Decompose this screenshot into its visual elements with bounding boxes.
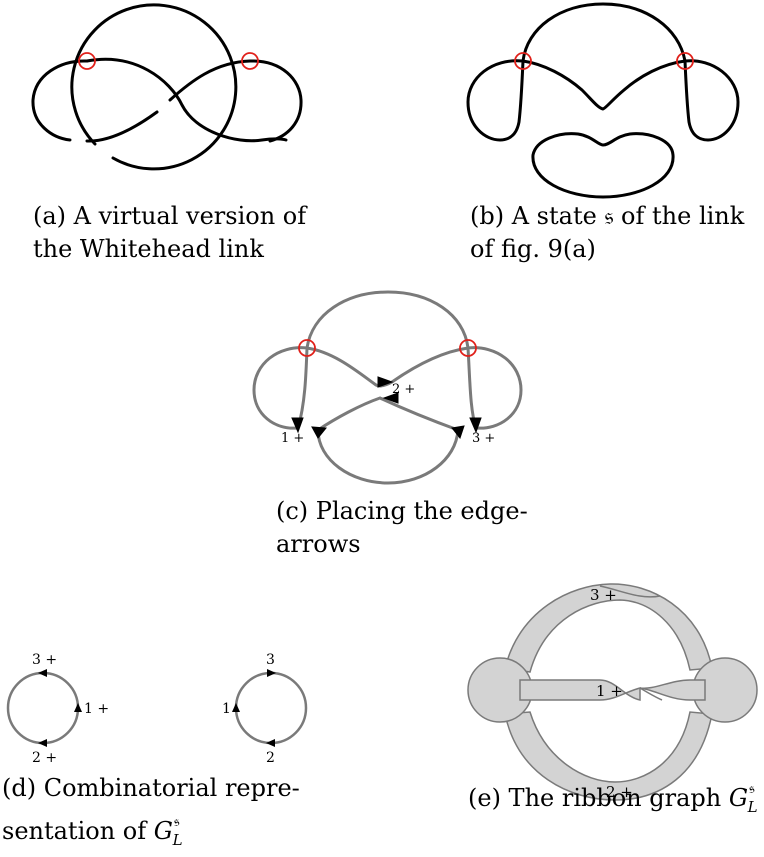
arrowhead-icon <box>267 669 276 677</box>
link-left-lobe <box>31 59 89 142</box>
caption-d-line2-text: sentation of <box>2 817 154 845</box>
caption-a-line2: the Whitehead link <box>33 235 264 263</box>
edge-arrow-diagram <box>252 290 523 485</box>
figure-canvas: 2 + 1 + 3 + 3 + 1 + 2 + 3 1 2 3 + 1 + 2 <box>6 2 758 801</box>
edge-label-1: 1 <box>222 701 231 717</box>
ribbon-label-2-plus: 2 + <box>606 783 633 801</box>
link-left-lobe-lower <box>85 110 159 143</box>
caption-e-sub: L <box>747 798 758 816</box>
vertex-label-2: 2 + <box>392 382 415 397</box>
virtual-crossing-markers-c <box>298 339 477 357</box>
arrowhead-icon <box>311 426 327 439</box>
caption-d-symbol: G <box>153 817 173 845</box>
ribbon-middle-band-right <box>639 679 706 701</box>
ribbon-label-3-plus: 3 + <box>590 586 617 604</box>
caption-d: (d) Combinatorial repre- sentation of G𝔰… <box>2 772 322 857</box>
caption-a-line1: (a) A virtual version of <box>33 202 307 230</box>
caption-e-sup: 𝔰 <box>749 779 755 797</box>
arrowhead-icon <box>232 703 240 712</box>
arrowhead-icon <box>469 417 482 434</box>
caption-c-line2: arrows <box>276 530 361 558</box>
caption-b: (b) A state 𝔰 of the link of fig. 9(a) <box>470 200 760 266</box>
vertex-label-3: 3 + <box>472 431 495 446</box>
caption-e-text: (e) The ribbon graph <box>468 784 729 812</box>
virtual-crossing-markers-b <box>514 52 694 70</box>
edge-label-2: 2 <box>266 750 275 766</box>
arrowhead-icon <box>451 425 465 440</box>
caption-d-sub: L <box>172 831 183 849</box>
ribbon-twist-lines <box>599 585 663 701</box>
ribbon-label-1-plus: 1 + <box>596 682 623 700</box>
virtual-crossing-markers-a <box>78 52 259 70</box>
state-upper-circuit <box>466 2 740 142</box>
arrowhead-icon <box>377 376 394 388</box>
combinatorial-graph-right: 3 1 2 <box>222 652 308 766</box>
caption-e-line: (e) The ribbon graph G𝔰L <box>468 772 764 824</box>
caption-d-sup: 𝔰 <box>173 812 180 830</box>
caption-d-line1: (d) Combinatorial repre- <box>2 774 300 802</box>
caption-c-line1: (c) Placing the edge- <box>276 497 528 525</box>
arrowhead-icon <box>38 669 47 677</box>
edge-arrowheads <box>291 376 482 440</box>
virtual-crossing-icon <box>78 52 96 70</box>
edge-label-3-plus: 3 + <box>32 652 57 668</box>
edge-arrow-upper-circuit <box>252 290 523 430</box>
edge-label-2-plus: 2 + <box>32 750 57 766</box>
virtual-crossing-icon <box>676 52 694 70</box>
link-strand-right-upper <box>168 59 303 143</box>
link-circle-component <box>70 3 238 171</box>
combinatorial-graph-left: 3 + 1 + 2 + <box>6 652 109 766</box>
caption-e: (e) The ribbon graph G𝔰L <box>468 772 764 824</box>
caption-b-line1: (b) A state 𝔰 of the link <box>470 202 745 230</box>
arrowhead-icon <box>291 417 304 434</box>
caption-c: (c) Placing the edge- arrows <box>276 495 566 561</box>
cycle-left <box>6 671 80 745</box>
cycle-right <box>234 671 308 745</box>
virtual-crossing-icon <box>241 52 259 70</box>
arrowhead-icon <box>38 739 47 747</box>
arrowhead-icon <box>74 703 82 712</box>
caption-d-line2: sentation of G𝔰L <box>2 805 322 857</box>
edge-arrow-lower-circuit <box>316 396 460 485</box>
state-lower-circuit <box>531 132 675 199</box>
edge-label-3: 3 <box>266 652 275 668</box>
ribbon-graph <box>467 583 758 801</box>
edge-label-1-plus: 1 + <box>84 701 109 717</box>
virtual-crossing-icon <box>298 339 316 357</box>
link-strand-left-upper <box>85 57 288 143</box>
virtual-crossing-icon <box>514 52 532 70</box>
vertex-label-1: 1 + <box>281 431 304 446</box>
caption-a: (a) A virtual version of the Whitehead l… <box>33 200 333 266</box>
whitehead-link-diagram <box>31 3 303 171</box>
caption-e-symbol: G <box>728 784 749 812</box>
state-diagram <box>466 2 740 199</box>
arrowhead-icon <box>382 392 399 404</box>
virtual-crossing-icon <box>459 339 477 357</box>
caption-b-line2: of fig. 9(a) <box>470 235 596 263</box>
arrowhead-icon <box>266 739 275 747</box>
